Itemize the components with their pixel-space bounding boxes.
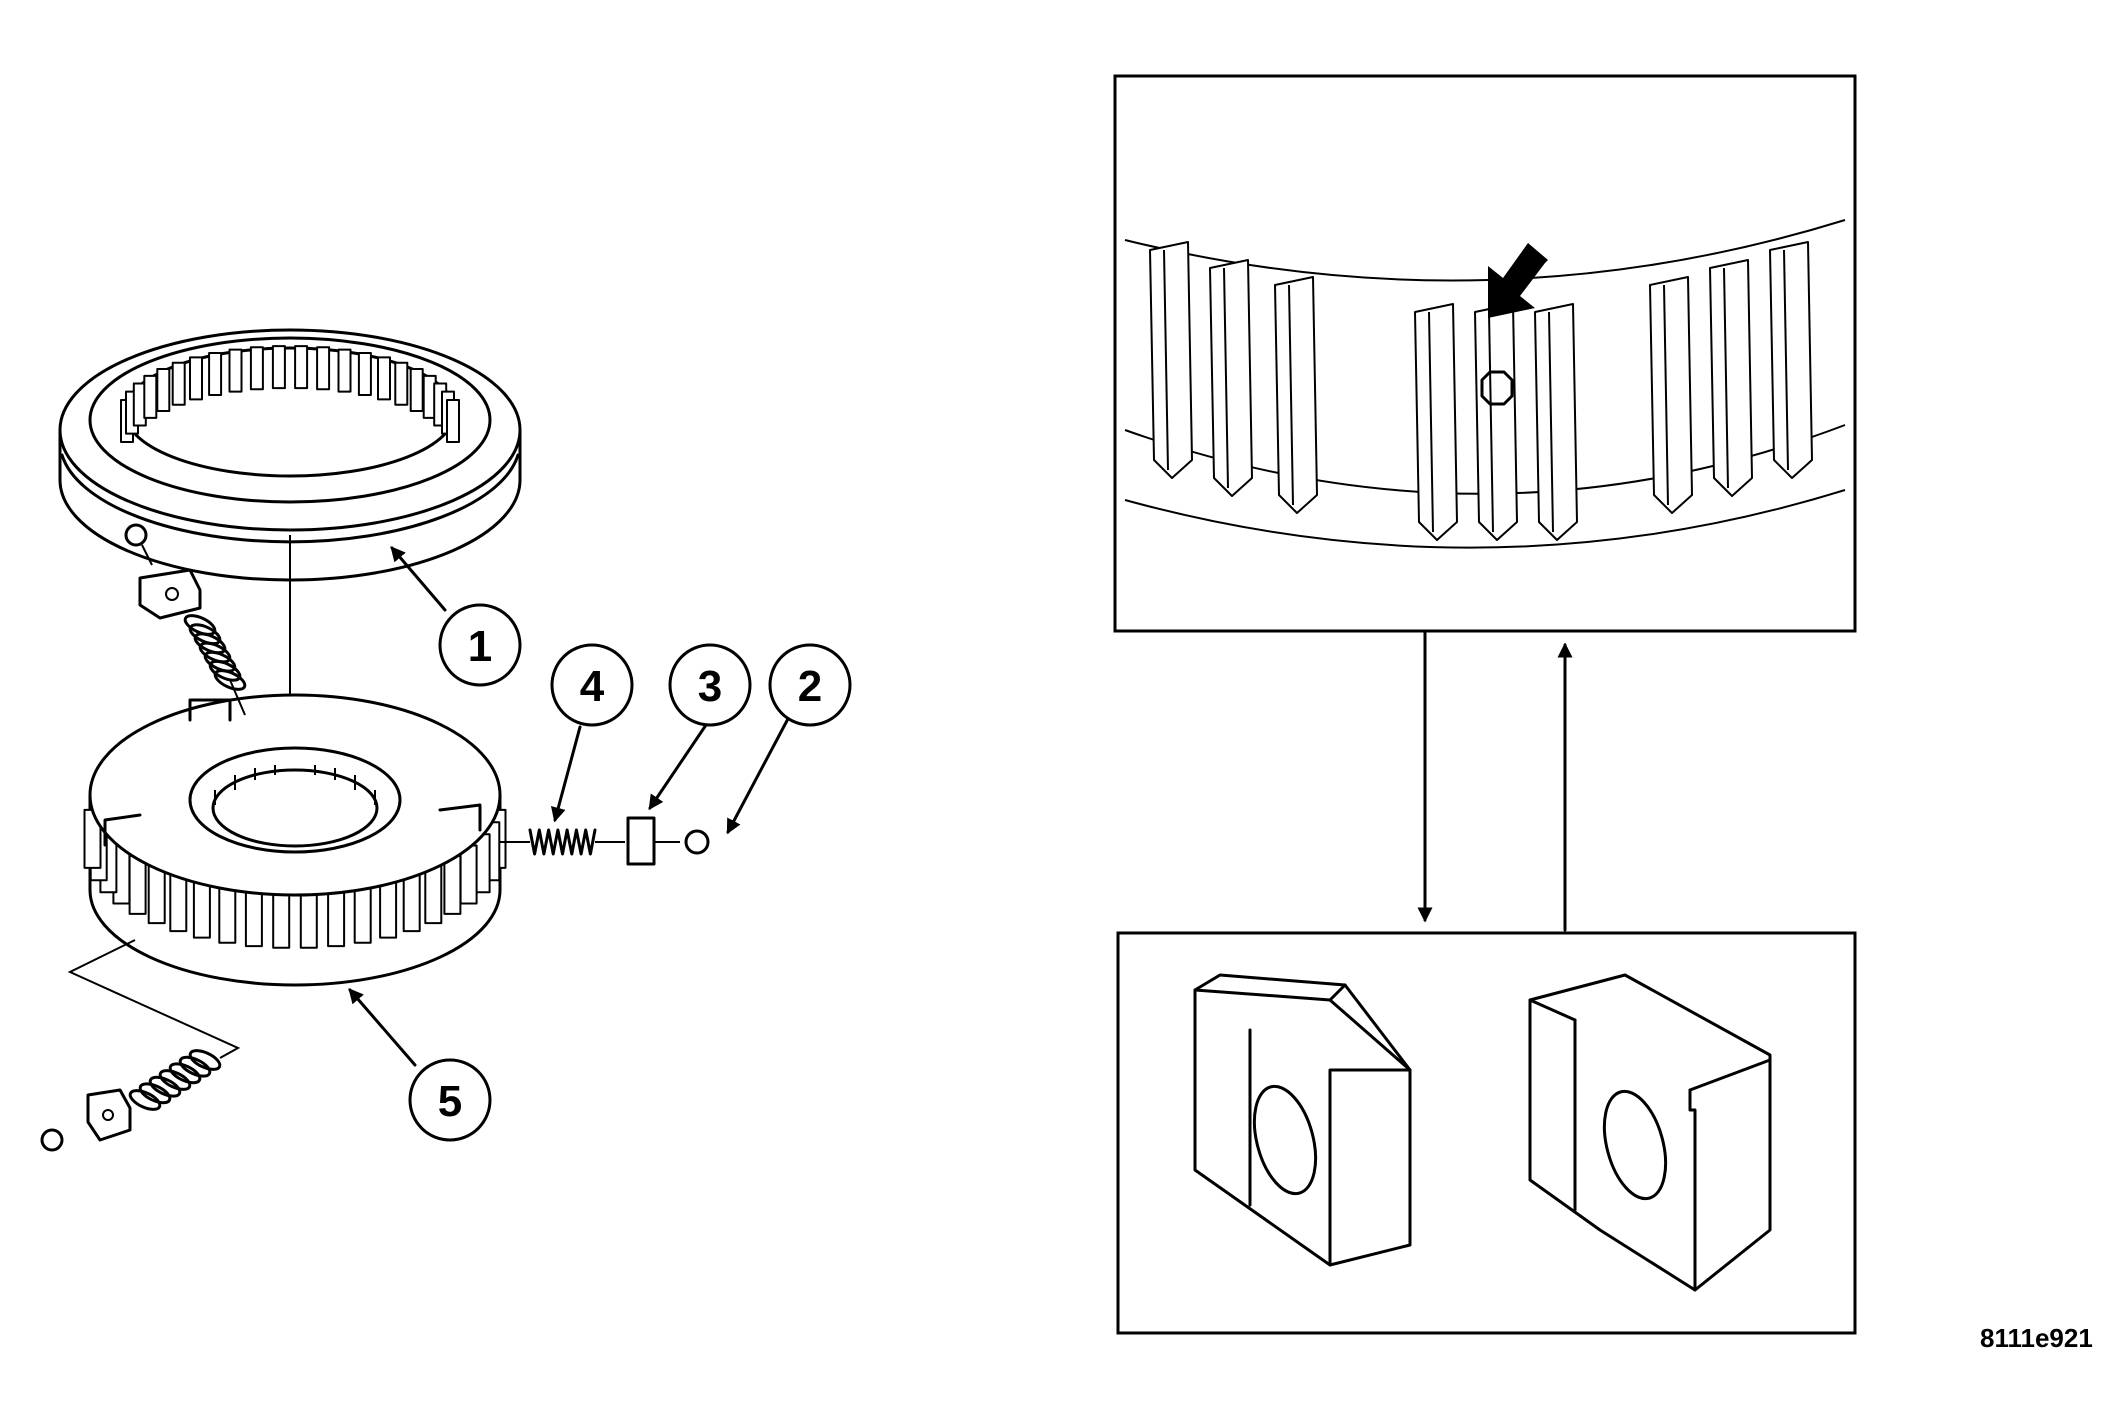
callout-5: 5 [408, 1058, 492, 1142]
callout-5-label: 5 [438, 1077, 462, 1126]
strut-detail-panel [1116, 931, 1857, 1335]
callout-1-label: 1 [468, 622, 492, 671]
sleeve-detail-panel [1113, 74, 1857, 633]
detent-ball-upper [124, 523, 148, 547]
callout-leaders [348, 546, 792, 1067]
figure-code: 8111e921 [1980, 1323, 2093, 1353]
leader-arrow-4 [551, 725, 582, 823]
callout-3-label: 3 [698, 662, 722, 711]
strut-upper [138, 568, 202, 620]
exploded-synchronizer-view: 1 2 3 4 5 [40, 328, 852, 1152]
leader-arrow-1 [390, 546, 447, 612]
spring-upper [183, 614, 247, 691]
callout-2-label: 2 [798, 662, 822, 711]
leader-arrow-5 [348, 988, 417, 1067]
leader-arrow-2 [726, 713, 792, 835]
callout-4: 4 [550, 643, 634, 727]
side-detent-parts [500, 816, 710, 866]
synchronizer-sleeve [58, 328, 522, 582]
lower-detent-assembly [40, 939, 241, 1152]
strut-lower [86, 1088, 132, 1142]
synchronizer-hub [83, 693, 507, 987]
leader-arrow-3 [648, 720, 710, 811]
strut-alternate [1528, 973, 1772, 1292]
detent-ball-lower [40, 1128, 64, 1152]
detent-ball-part-2 [684, 829, 710, 855]
detent-spring-part-4 [528, 828, 597, 856]
upper-detent-assembly [124, 523, 247, 716]
callout-2: 2 [768, 643, 852, 727]
strut-standard [1193, 973, 1412, 1267]
detent-hole [1480, 370, 1514, 406]
detent-strut-part-3 [626, 816, 656, 866]
panel-connector-arrows [1417, 629, 1573, 932]
detent-hole-pointer [1480, 243, 1548, 406]
callout-1: 1 [438, 603, 522, 687]
callout-4-label: 4 [580, 662, 605, 711]
callout-3: 3 [668, 643, 752, 727]
spring-lower [128, 1049, 222, 1111]
